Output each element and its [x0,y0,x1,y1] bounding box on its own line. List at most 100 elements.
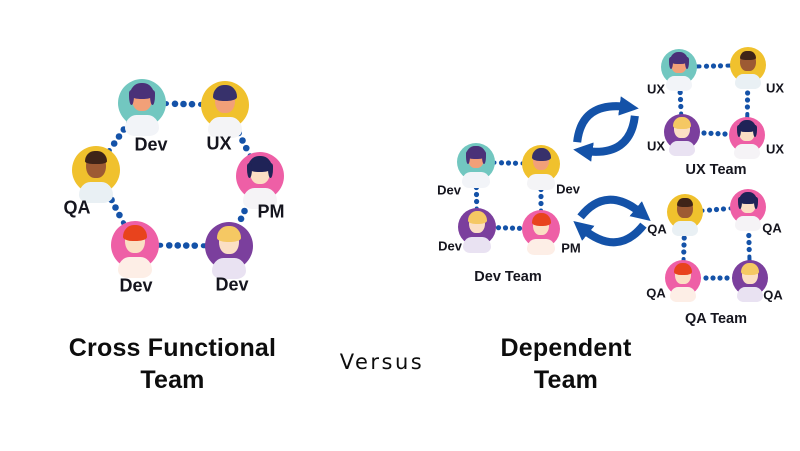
avatar-hair-lock [753,196,758,209]
avatar-hair [676,197,694,208]
avatar-hair-lock [482,151,487,164]
avatar-shoulders [735,74,761,90]
connector-dot [703,63,710,69]
connector-dot [115,133,123,140]
avatar-shoulders [670,287,696,303]
avatar-shoulders [737,287,763,303]
avatar-man-yellow-darkskin [730,47,766,90]
member-role-label: PM [561,240,581,256]
avatar-shoulders [78,182,114,203]
avatar-hair [213,85,237,101]
connector-dot [678,103,684,110]
avatar-hair [531,148,551,161]
connector-dot [180,100,187,108]
avatar-hair-lock [465,151,470,164]
member-role-label: Dev [438,238,462,254]
avatar-hair [217,226,241,242]
avatar-person-purple-blonde [732,260,768,303]
connector-dot [722,131,728,137]
avatar-shoulders [672,221,698,237]
avatar-hair [467,211,487,224]
team-name-caption: QA Team [684,311,748,327]
avatar-person-yellow-navyhair [201,81,249,138]
avatar-hair [531,213,551,226]
avatar-person-purple-blonde [205,222,253,279]
avatar-hair [129,82,155,99]
connector-dot [717,63,724,69]
right-team-title-line1: Dependent [500,334,632,362]
connector-dot [708,130,714,136]
connector-dot [744,97,751,103]
member-role-label: UX [646,138,666,154]
avatar-woman-pink-navybob [730,189,766,232]
avatar-person-purple-blonde [664,114,700,157]
member-role-label: UX [765,141,785,157]
connector-dot [516,225,523,231]
connector-dot [746,232,752,239]
right-team-title-line2: Team [533,366,599,394]
avatar-hair-lock [267,162,274,179]
member-role-label: UX [765,80,785,96]
connector-dot [538,193,544,200]
avatar-shoulders [207,117,243,138]
member-role-label: QA [63,197,91,218]
connector-dot [720,206,727,212]
avatar-hair-lock [246,162,253,179]
member-role-label: Dev [556,181,580,197]
avatar-woman-pink-navybob [729,117,765,160]
avatar-shoulders [124,115,160,136]
member-role-label: QA [647,221,667,237]
connector-dot [474,198,480,205]
member-role-label: QA [763,287,783,303]
avatar-hair [674,263,692,275]
member-role-label: Dev [215,274,249,295]
member-role-label: Dev [437,182,461,198]
connector-dot [724,275,730,281]
connector-dot [677,89,683,96]
connector-dot [512,160,519,166]
avatar-hair-lock [669,56,674,69]
connector-dot [746,239,752,246]
member-role-label: QA [646,285,666,301]
avatar-woman-teal-purplehair [457,143,495,188]
avatar-hair [741,263,759,275]
avatar-hair [738,191,758,204]
connector-dot [237,215,245,223]
connector-dot [701,130,707,136]
exchange-arrows-icon-dev-qa [573,195,651,247]
exchange-arrows-icon-dev-ux [573,96,639,162]
avatar-hair [669,51,689,64]
left-team-title-line1: Cross Functional [68,334,277,362]
connector-dot [473,191,480,198]
connector-dot [242,144,250,152]
connector-dot [746,246,752,253]
member-role-label: QA [762,220,782,236]
avatar-man-yellow-darkskin [72,146,120,203]
connector-dot [744,104,751,110]
avatar-hair [247,155,273,172]
connector-dot [710,63,717,69]
connector-dot [174,242,182,249]
connector-dot [112,204,119,211]
connector-dot [706,207,713,213]
avatar-shoulders [117,257,153,278]
connector-dot [715,131,721,137]
connector-dot [681,242,687,248]
connector-dot [498,160,505,166]
connector-dot [110,140,118,147]
connector-dot [239,137,246,144]
member-role-label: Dev [119,275,153,296]
member-role-label: Dev [134,134,168,155]
avatar-person-pink-redhair [665,260,701,303]
connector-dot [681,249,687,255]
connector-dot [713,206,720,213]
avatar-shoulders [242,188,278,209]
connector-dot [165,242,173,249]
avatar-person-purple-blonde [458,208,496,253]
avatar-hair [84,150,108,164]
avatar-shoulders [666,76,692,92]
avatar-person-yellow-navyhair [522,145,560,190]
avatar-woman-teal-purplehair [661,49,697,92]
connector-dot [505,160,512,166]
